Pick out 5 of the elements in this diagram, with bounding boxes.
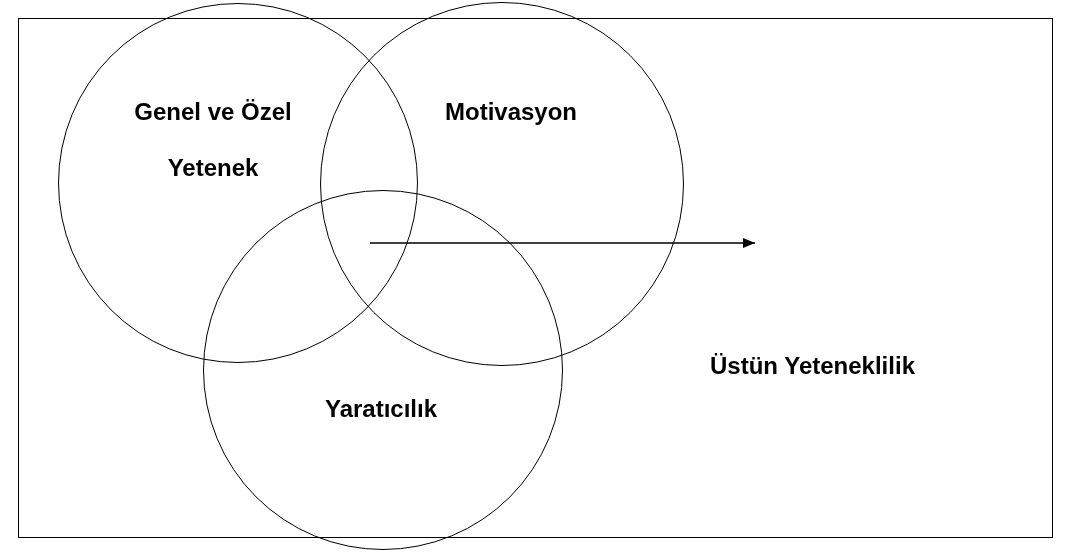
circle-label: Yaratıcılık [323,394,439,424]
circle-label: Genel ve Özel Yetenek [133,97,293,183]
circle [203,190,563,550]
circle-label: Motivasyon [444,97,578,127]
result-label: Üstün Yeteneklilik [710,352,915,380]
